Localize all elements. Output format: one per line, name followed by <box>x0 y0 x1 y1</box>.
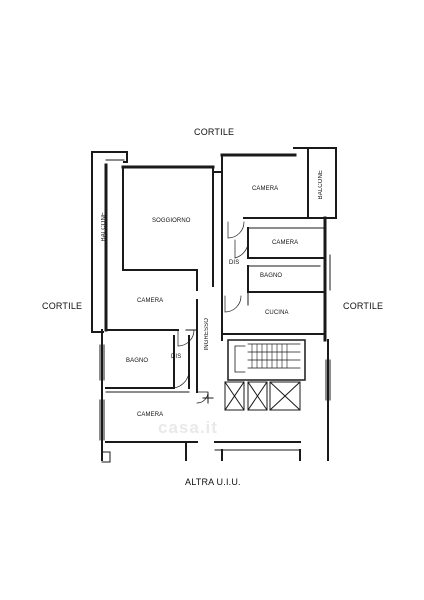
stair-inner <box>247 343 301 369</box>
stair-outline <box>227 339 306 381</box>
door-swing-f <box>196 391 209 404</box>
watermark: casa.it <box>158 418 218 437</box>
lift-c <box>269 381 301 411</box>
room-dis-right: DIS <box>229 260 240 266</box>
room-balcone-right: BALCONE <box>318 170 324 200</box>
door-swing-b <box>234 239 249 259</box>
bottom-left-stub <box>101 451 111 463</box>
room-camera-mid-right: CAMERA <box>272 240 299 246</box>
door-swing-c <box>224 295 242 313</box>
room-bagno-left: BAGNO <box>126 358 149 364</box>
room-ingresso: INGRESSO <box>204 318 210 351</box>
label-altra-uiu: ALTRA U.I.U. <box>185 477 241 487</box>
window-left-1 <box>99 344 105 381</box>
room-cucina: CUCINA <box>265 310 289 316</box>
room-soggiorno: SOGGIORNO <box>152 218 191 224</box>
room-bagno-right: BAGNO <box>260 273 283 279</box>
balcone-right-outline <box>293 147 337 219</box>
lift-b <box>247 381 268 411</box>
wall-top-recess <box>212 154 223 173</box>
window-right-2 <box>325 359 331 401</box>
room-camera-left: CAMERA <box>137 298 164 304</box>
door-swing-d <box>177 329 195 347</box>
lift-a <box>224 381 245 411</box>
entrance-marker <box>202 392 214 404</box>
room-dis-left: DIS <box>171 354 182 360</box>
room-camera-bottom: CAMERA <box>137 412 164 418</box>
room-balcone-left: BALCONE <box>101 212 107 242</box>
label-cortile-top: CORTILE <box>194 127 235 137</box>
stair-arrow <box>234 345 246 373</box>
label-cortile-left: CORTILE <box>42 301 83 311</box>
stair-treads <box>251 343 288 369</box>
label-cortile-right: CORTILE <box>343 301 384 311</box>
window-left-2 <box>99 399 105 441</box>
balcone-left-outline <box>91 151 128 333</box>
room-camera-top-right: CAMERA <box>252 186 279 192</box>
window-right-1 <box>325 254 331 291</box>
door-swing-e <box>173 369 190 389</box>
door-swing-a <box>227 221 245 239</box>
